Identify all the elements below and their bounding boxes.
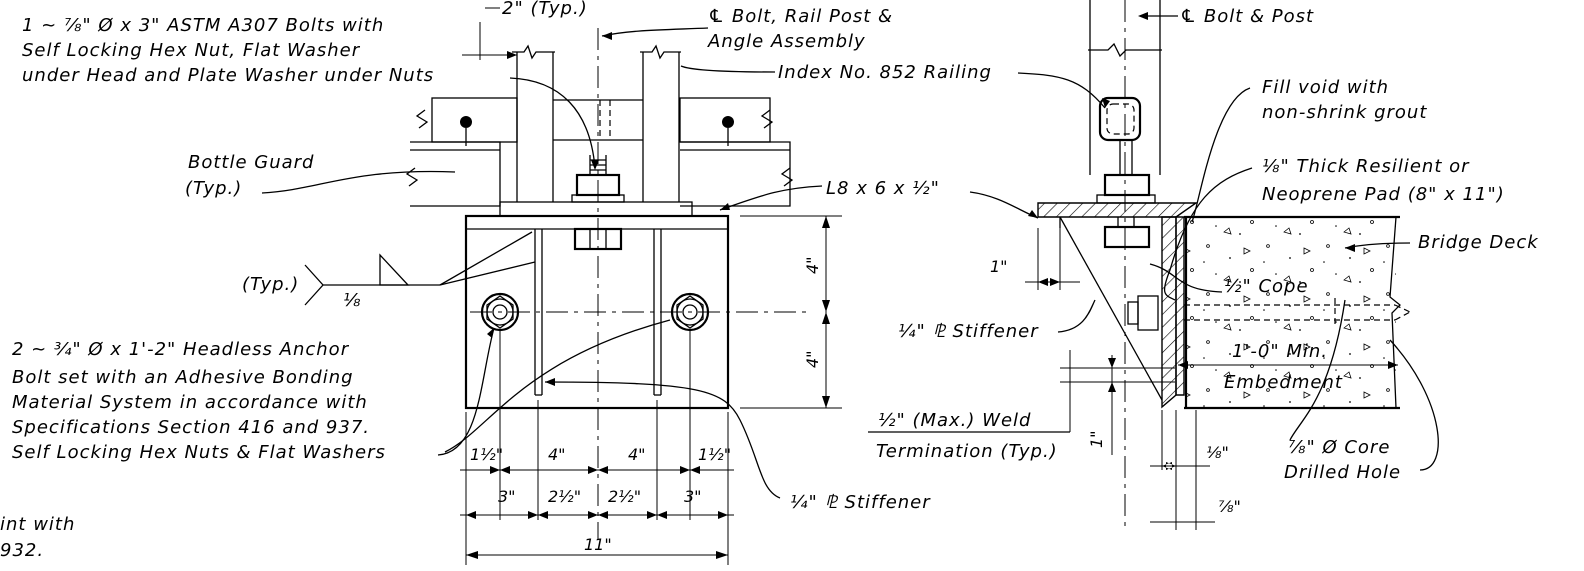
dim-row2-c: 2½" (608, 487, 641, 506)
bottle-guard-line2: (Typ.) (185, 178, 242, 199)
angle-top-leg (499, 201, 693, 217)
weld-termination-line1: ½" (Max.) Weld (878, 410, 1031, 431)
fill-void-line1: Fill void with (1262, 77, 1389, 98)
bottle-guard-line1: Bottle Guard (188, 152, 315, 173)
dim-row1-b: 4" (548, 445, 566, 464)
side-section (868, 0, 1439, 530)
bolts-note-line2: Self Locking Hex Nut, Flat Washer (22, 40, 361, 61)
dim-overall: 11" (584, 535, 612, 554)
anchor-note-line2: Bolt set with an Adhesive Bonding (12, 367, 354, 388)
left-leaders (261, 27, 823, 499)
weld-size-label: ⅛ (343, 290, 361, 311)
anchor-note-line5: Self Locking Hex Nuts & Flat Washers (12, 442, 386, 463)
weld-typ-label: (Typ.) (242, 274, 299, 295)
cl-bolt-post-label: ℄ Bolt & Post (1180, 6, 1314, 27)
core-hole-line2: Drilled Hole (1284, 462, 1401, 483)
weld-symbol (304, 231, 536, 306)
section-dimensions (1025, 228, 1398, 530)
front-elevation (261, 7, 842, 565)
angle-label: L8 x 6 x ½" (826, 178, 940, 199)
fill-void-line2: non-shrink grout (1262, 102, 1427, 123)
index-railing-label: Index No. 852 Railing (778, 62, 992, 83)
bridge-deck-label: Bridge Deck (1418, 232, 1539, 253)
dim-row2-d: 3" (684, 487, 702, 506)
dim-row2-b: 2½" (548, 487, 581, 506)
anchor-note-line4: Specifications Section 416 and 937. (12, 417, 370, 438)
dim-1in-vertical: 1" (1087, 430, 1106, 448)
cl-bolt-rail-line1: ℄ Bolt, Rail Post & (708, 6, 893, 27)
anchor-note-line3: Material System in accordance with (12, 392, 368, 413)
annotations: 1 ~ ⅞" Ø x 3" ASTM A307 Bolts with Self … (0, 0, 1539, 561)
cl-bolt-rail-line2: Angle Assembly (707, 31, 866, 52)
typ-2in-label: 2" (Typ.) (502, 0, 588, 19)
dim-row1-a: 1½" (470, 445, 503, 464)
dim-4in-bottom: 4" (803, 350, 822, 368)
left-cut-line2: 932. (0, 540, 44, 561)
core-hole-line1: ⅞" Ø Core (1288, 437, 1390, 458)
min-embed-line1: 1'-0" Min. (1232, 341, 1328, 362)
left-cut-line1: int with (0, 514, 75, 535)
section-leaders (868, 12, 1439, 471)
min-embed-line2: Embedment (1224, 372, 1343, 393)
dim-4in-top: 4" (803, 256, 822, 274)
weld-termination-line2: Termination (Typ.) (876, 441, 1058, 462)
pad-note-line1: ⅛" Thick Resilient or (1262, 156, 1470, 177)
rail-posts (512, 44, 681, 202)
stiffener-right-label: ¼" ⅊ Stiffener (898, 321, 1039, 342)
dim-row1-c: 4" (628, 445, 646, 464)
vertical-dimensions (740, 215, 842, 409)
horizontal-dimensions (460, 330, 734, 565)
angle-horizontal-leg (1037, 202, 1199, 218)
dim-1in-left: 1" (990, 257, 1008, 276)
dim-row2-a: 3" (498, 487, 516, 506)
cope-label: ½" Cope (1224, 276, 1309, 297)
angle-vertical-leg (1161, 216, 1177, 409)
anchor-note-line1: 2 ~ ¾" Ø x 1'-2" Headless Anchor (12, 339, 350, 360)
dim-row1-d: 1½" (698, 445, 731, 464)
typ-2in-dimension (462, 7, 517, 60)
bolts-note-line3: under Head and Plate Washer under Nuts (22, 65, 434, 86)
bolts-note-line1: 1 ~ ⅞" Ø x 3" ASTM A307 Bolts with (22, 15, 384, 36)
pad-note-line2: Neoprene Pad (8" x 11") (1262, 184, 1505, 205)
bridge-deck-concrete (1186, 218, 1396, 408)
bottle-guard-rails (405, 97, 794, 207)
dim-eighth: ⅛" (1206, 443, 1229, 462)
stiffener-bottom-label: ¼" ⅊ Stiffener (790, 492, 931, 513)
dim-seven-eighths: ⅞" (1218, 497, 1241, 516)
